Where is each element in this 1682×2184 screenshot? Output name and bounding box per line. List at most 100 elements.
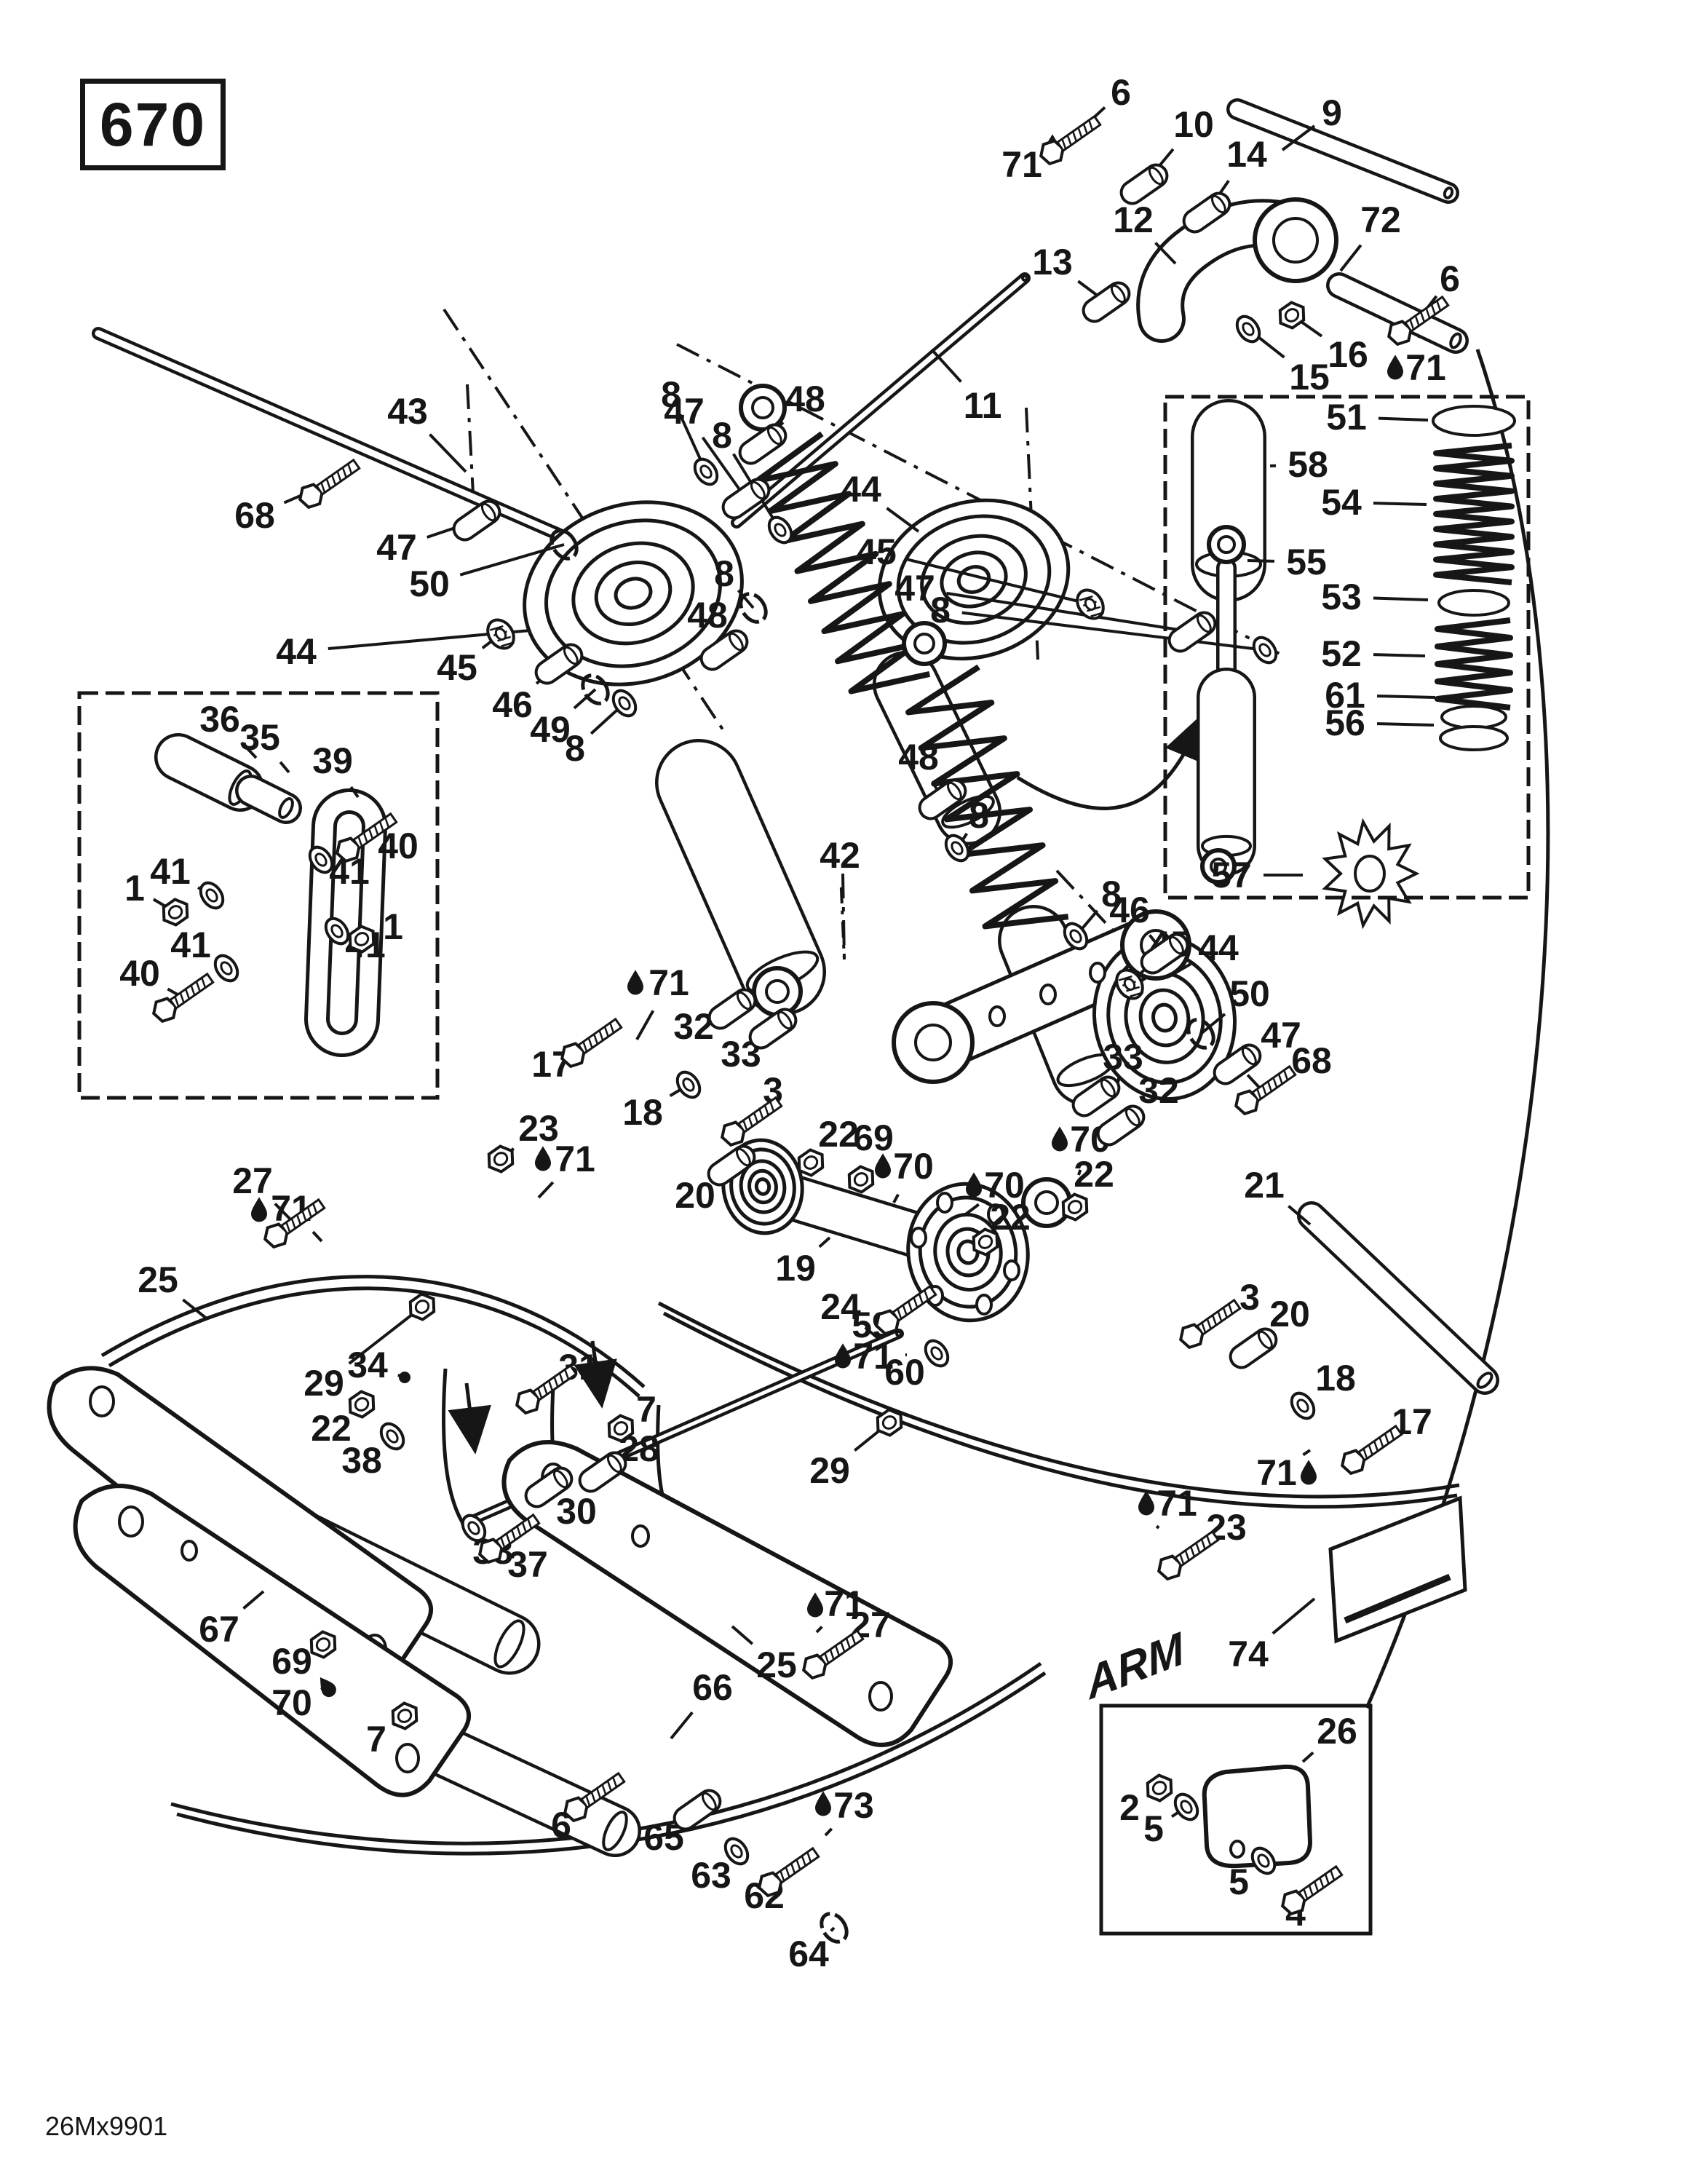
callout-46: 46 — [492, 662, 560, 725]
callout-58: 58 — [1269, 444, 1328, 485]
callout-52: 52 — [1321, 633, 1426, 674]
callout-40: 40 — [365, 826, 418, 866]
callout-label: 22 — [311, 1408, 352, 1449]
callout-label: 57 — [1211, 855, 1252, 895]
callout-label: 47 — [894, 568, 935, 609]
callout-70: 70 — [875, 1146, 934, 1203]
callout-label: 29 — [809, 1450, 850, 1491]
callout-label: 37 — [507, 1544, 548, 1585]
callout-8: 8 — [565, 702, 626, 769]
callout-25: 25 — [138, 1259, 209, 1321]
callout-35: 35 — [239, 717, 290, 774]
callout-label: 6 — [1111, 72, 1131, 113]
callout-49: 49 — [530, 688, 597, 750]
callout-label: 42 — [820, 835, 860, 876]
callout-32: 32 — [673, 1006, 733, 1047]
callout-label: 6 — [1440, 258, 1460, 299]
callout-label: 12 — [1113, 199, 1154, 240]
model-badge: 670 — [80, 79, 226, 170]
callout-label: 44 — [276, 631, 317, 672]
callout-label: 34 — [347, 1345, 388, 1385]
callout-label: 16 — [1328, 334, 1368, 375]
callout-68: 68 — [234, 482, 330, 536]
callout-label: 71 — [824, 1583, 865, 1624]
callout-22: 22 — [809, 1114, 859, 1164]
callout-label: 43 — [387, 391, 428, 432]
callout-label: 72 — [1360, 199, 1401, 240]
inset-frames — [77, 395, 1531, 1936]
callout-69: 69 — [271, 1641, 324, 1682]
callout-47: 47 — [894, 568, 1193, 633]
callout-label: 47 — [1261, 1015, 1301, 1056]
callout-label: 56 — [1325, 703, 1365, 743]
callout-39: 39 — [312, 740, 360, 799]
callout-29: 29 — [809, 1421, 891, 1491]
callout-13: 13 — [1032, 242, 1108, 304]
callout-label: 24 — [820, 1286, 861, 1327]
callout-label: 8 — [714, 553, 734, 594]
callout-label: 40 — [119, 953, 160, 994]
hardware-glyphs — [151, 114, 1450, 1944]
callout-label: 49 — [530, 709, 571, 750]
callout-9: 9 — [1281, 92, 1342, 151]
callout-label: 48 — [687, 595, 728, 636]
callout-label: 63 — [691, 1855, 731, 1896]
callout-label: 70 — [893, 1146, 934, 1187]
callout-8: 8 — [930, 590, 1266, 652]
callout-63: 63 — [691, 1850, 738, 1896]
callout-label: 2 — [1119, 1787, 1140, 1828]
callout-label: 71 — [1256, 1452, 1297, 1493]
callout-label: 11 — [964, 385, 1002, 426]
callout-label: 70 — [984, 1165, 1025, 1206]
callout-label: 25 — [756, 1645, 797, 1685]
callout-72: 72 — [1339, 199, 1401, 272]
callout-61: 61 — [1325, 675, 1436, 716]
callout-50: 50 — [409, 543, 565, 604]
callout-label: 20 — [675, 1175, 715, 1216]
callout-label: 48 — [898, 737, 939, 778]
callout-label: 23 — [518, 1108, 559, 1149]
callout-label: 47 — [376, 527, 417, 568]
callout-label: 71 — [555, 1139, 595, 1179]
callout-label: 22 — [818, 1114, 859, 1155]
callout-label: 8 — [969, 795, 989, 836]
callout-label: 18 — [622, 1092, 663, 1133]
callout-label: 18 — [1315, 1358, 1356, 1398]
callout-40: 40 — [119, 953, 183, 999]
callout-29: 29 — [304, 1305, 424, 1404]
callout-label: 68 — [234, 495, 275, 536]
callout-label: 3 — [1239, 1277, 1260, 1318]
callout-34: 34 — [347, 1345, 410, 1385]
shock-detail-box — [1163, 395, 1531, 900]
callout-label: 60 — [884, 1352, 925, 1393]
callout-label: 22 — [990, 1197, 1031, 1238]
callout-label: 45 — [437, 647, 477, 688]
callout-44: 44 — [1172, 927, 1239, 976]
callout-label: 35 — [239, 717, 280, 758]
callout-label: 40 — [378, 826, 418, 866]
callout-label: 7 — [636, 1389, 656, 1430]
callout-label: 9 — [1322, 92, 1342, 133]
callout-label: 19 — [775, 1248, 816, 1289]
callout-label: 46 — [492, 684, 533, 725]
callout-label: 15 — [1289, 357, 1330, 397]
arm-decal-text: ARM — [1081, 1622, 1189, 1710]
callout-label: 39 — [312, 740, 353, 781]
callout-8: 8 — [956, 795, 989, 850]
callout-42: 42 — [820, 835, 860, 960]
callout-24: 24 — [820, 1286, 879, 1340]
callout-71: 71 — [1256, 1449, 1317, 1493]
callout-71: 71 — [535, 1139, 595, 1199]
callout-label: 10 — [1173, 104, 1214, 145]
callout-label: 52 — [1321, 633, 1362, 674]
callout-51: 51 — [1326, 397, 1429, 438]
callout-label: 50 — [409, 563, 450, 604]
callout-label: 22 — [1074, 1154, 1114, 1195]
callout-71: 71 — [807, 1583, 865, 1634]
callout-label: 71 — [1157, 1483, 1197, 1524]
callout-label: 1 — [383, 906, 403, 947]
callout-46: 46 — [1109, 890, 1166, 955]
